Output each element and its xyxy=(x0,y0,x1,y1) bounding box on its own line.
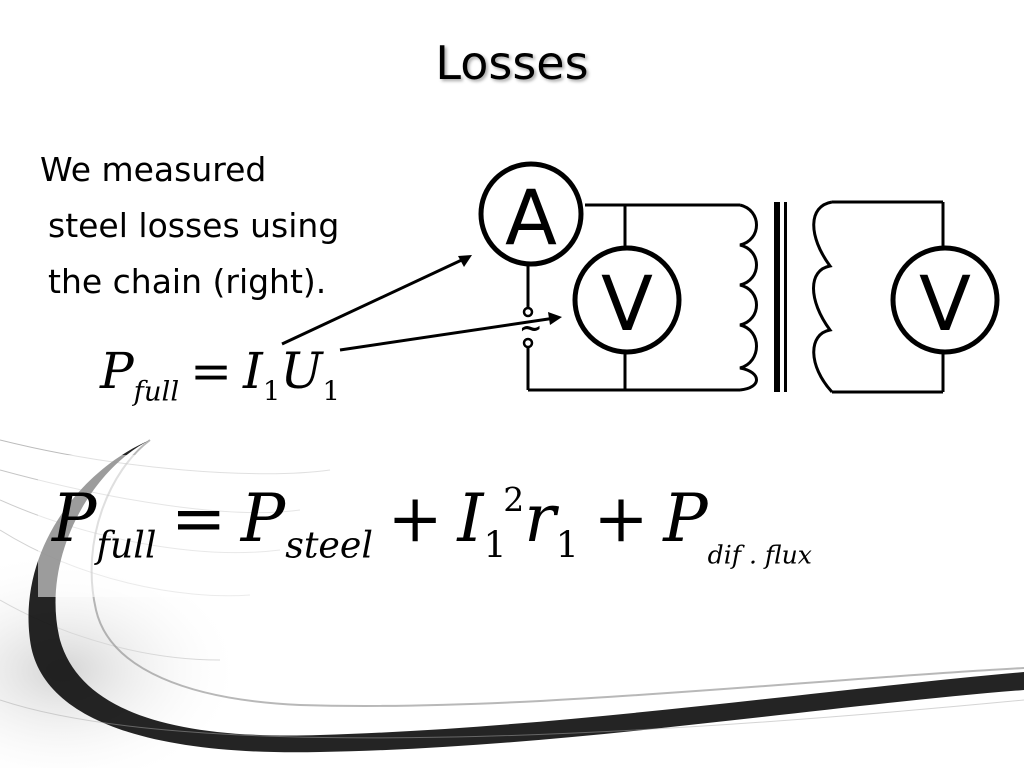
eq2-flux-subscript: dif . flux xyxy=(707,540,812,570)
body-line: the chain (right). xyxy=(48,262,327,301)
equation-panel xyxy=(38,455,798,597)
eq1-equals: = xyxy=(190,342,233,400)
ac-source-symbol: ~ xyxy=(519,311,542,344)
body-line: steel losses using xyxy=(48,206,340,245)
eq2-power-subscript: full xyxy=(96,523,157,567)
eq2-resistance-subscript: 1 xyxy=(555,523,579,567)
voltmeter-secondary-icon xyxy=(890,245,1000,355)
eq2-current-subscript: 1 xyxy=(483,523,507,567)
eq1-current-subscript: 1 xyxy=(262,375,281,408)
core-line-right xyxy=(784,202,787,392)
terminal-icon xyxy=(522,337,534,349)
equation-loss-balance: Pfull=Psteel+I12r1+Pdif . flux xyxy=(52,480,812,570)
eq2-current-exponent: 2 xyxy=(503,480,525,520)
terminal-icon xyxy=(522,306,534,318)
body-text: We measured steel losses using the chain… xyxy=(40,142,380,310)
eq2-power-symbol: P xyxy=(52,480,97,557)
eq2-resistance-symbol: r xyxy=(524,480,556,557)
eq2-equals: = xyxy=(170,480,227,557)
equation-full-power: Pfull=I1U1 xyxy=(100,342,340,407)
arrowhead-icon xyxy=(548,312,562,325)
ammeter-icon xyxy=(478,161,584,267)
eq2-plus: + xyxy=(387,480,443,557)
eq1-power-symbol: P xyxy=(100,342,134,400)
eq1-voltage-subscript: 1 xyxy=(322,375,340,408)
eq2-flux-symbol: P xyxy=(663,480,708,557)
eq2-current-symbol: I xyxy=(457,480,484,557)
slide-title: Losses xyxy=(435,36,589,90)
eq1-power-subscript: full xyxy=(133,375,180,408)
eq2-steel-subscript: steel xyxy=(285,523,374,567)
eq1-voltage-symbol: U xyxy=(280,342,323,400)
ammeter-label: A xyxy=(505,173,557,262)
eq2-steel-symbol: P xyxy=(240,480,286,557)
eq1-current-symbol: I xyxy=(243,342,263,400)
voltmeter-primary-icon xyxy=(572,245,682,355)
eq2-plus: + xyxy=(593,480,649,557)
arrowhead-icon xyxy=(458,255,472,267)
circuit-diagram: ~ A V V xyxy=(281,161,1000,394)
body-line: We measured xyxy=(40,150,267,189)
voltmeter-secondary-label: V xyxy=(919,259,971,348)
voltmeter-primary-label: V xyxy=(601,259,653,348)
core-line-left xyxy=(774,202,780,392)
